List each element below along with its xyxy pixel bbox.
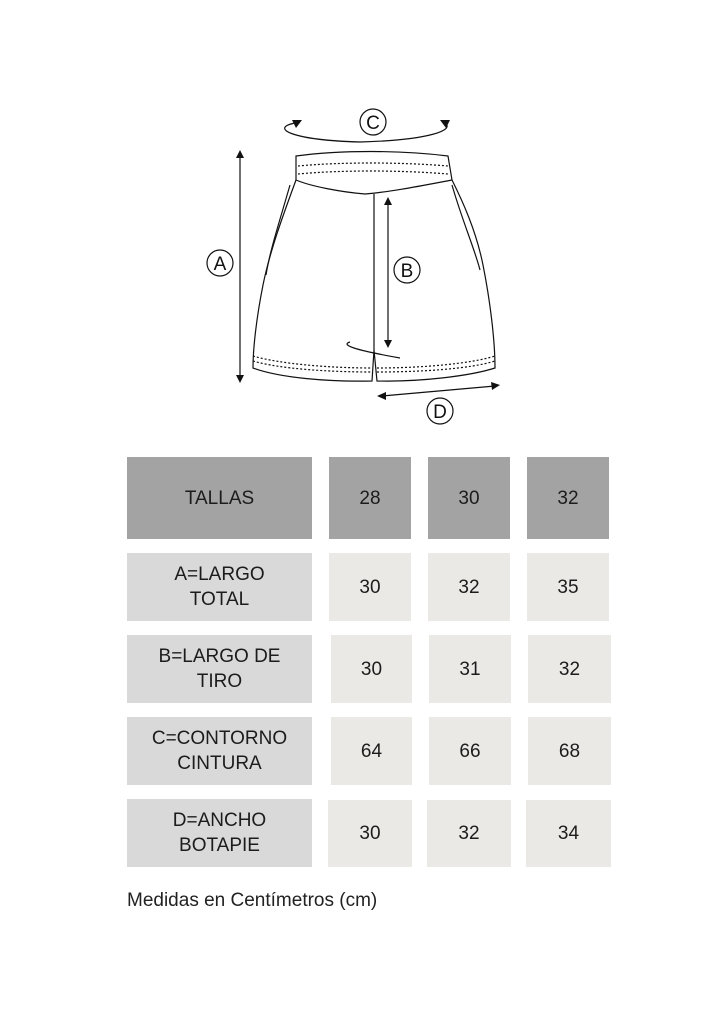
header-size-30: 30 [428,457,510,539]
row-label-largo-total: A=LARGO TOTAL [127,553,312,621]
table-cell: 66 [429,717,511,785]
waist-arrow-icon [284,122,448,143]
svg-text:A: A [214,254,227,275]
table-cell: 68 [528,717,611,785]
header-size-28: 28 [329,457,411,539]
table-cell: 32 [528,635,611,703]
units-footnote: Medidas en Centímetros (cm) [127,890,378,911]
row-label-contorno-cintura: C=CONTORNO CINTURA [127,717,312,785]
header-size-32: 32 [527,457,609,539]
svg-text:D: D [433,402,447,423]
header-tallas: TALLAS [127,457,312,539]
row-label-ancho-botapie: D=ANCHO BOTAPIE [127,799,312,867]
table-cell: 30 [329,553,411,621]
table-cell: 32 [427,800,511,867]
table-cell: 35 [527,553,609,621]
table-cell: 64 [331,717,412,785]
table-cell: 30 [331,635,412,703]
table-cell: 30 [328,800,412,867]
row-label-largo-de-tiro: B=LARGO DE TIRO [127,635,312,703]
table-cell: 31 [429,635,511,703]
table-cell: 34 [526,800,611,867]
svg-text:C: C [366,113,380,134]
table-cell: 32 [428,553,510,621]
svg-text:B: B [401,261,414,282]
shorts-diagram: C A B D [190,100,520,430]
